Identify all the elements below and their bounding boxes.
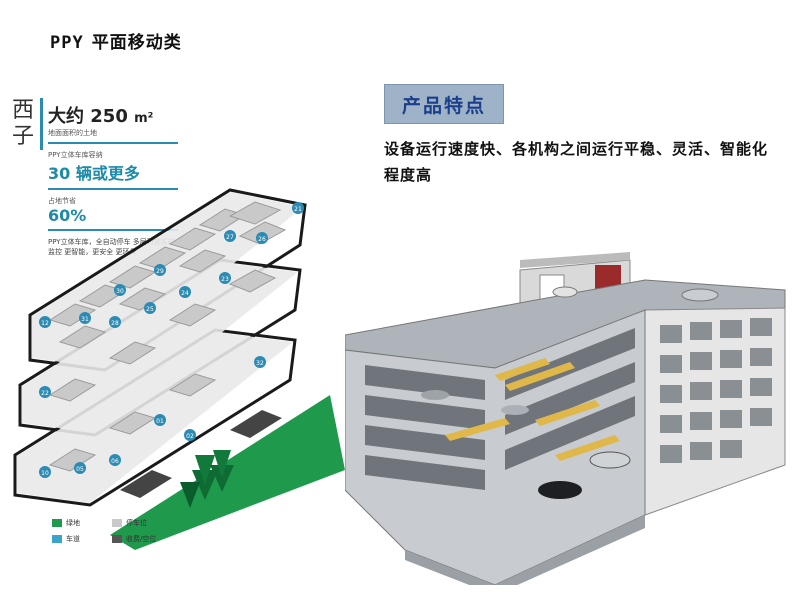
car-icon: [589, 451, 631, 469]
slot-number: 21: [294, 206, 302, 213]
parking-slots: [48, 201, 287, 472]
legend-item: 停车位: [112, 518, 162, 528]
area-note: 地面面积的土地: [48, 129, 97, 137]
slot-number: 32: [256, 360, 264, 367]
legend-item: 车道: [52, 534, 102, 544]
slot-number: 31: [81, 316, 89, 323]
legend-swatch: [52, 519, 62, 527]
garage-building-illustration: [345, 252, 786, 585]
parking-infographic: 西子 大约 250 m² 地面面积的土地 PPY立体车库容纳 30 辆或更多 占…: [0, 90, 345, 590]
capacity-stat: PPY立体车库容纳 30 辆或更多: [48, 150, 178, 190]
description: PPY立体车库，全自动停车 多层可变实时监控 更智能，更安全 更环保: [48, 238, 175, 256]
slot-number: 29: [156, 268, 164, 275]
car-icon: [421, 390, 449, 400]
slot-number: 25: [146, 306, 154, 313]
capacity-label: PPY立体车库容纳: [48, 151, 103, 159]
slot-number: 28: [111, 320, 119, 327]
legend-item: 收费/空位: [112, 534, 162, 544]
legend-item: 绿地: [52, 518, 102, 528]
slot-number: 06: [111, 458, 119, 465]
stats-panel: 大约 250 m² 地面面积的土地 PPY立体车库容纳 30 辆或更多 占地节省…: [48, 102, 178, 257]
feature-text: 设备运行速度快、各机构之间运行平稳、灵活、智能化程度高: [384, 140, 769, 184]
legend-swatch: [112, 519, 122, 527]
legend-swatch: [52, 535, 62, 543]
car-icon: [501, 405, 529, 415]
slot-number: 27: [226, 234, 234, 241]
slot-number: 12: [41, 320, 49, 327]
side-label: 西子: [10, 98, 43, 150]
slot-number: 24: [181, 290, 189, 297]
page-title-cn: 平面移动类: [91, 33, 182, 53]
feature-badge: 产品特点: [384, 84, 504, 124]
legend: 绿地 停车位 车道 收费/空位: [52, 518, 172, 550]
car-icon: [681, 288, 719, 302]
slot-number: 10: [41, 470, 49, 477]
tree-icon: [180, 450, 234, 508]
parking-illustration: 12 31 28 30 29 27 21 22 23 24 25 26 10 0…: [13, 188, 345, 550]
slot-number: 23: [221, 276, 229, 283]
saving-label: 占地节省: [48, 197, 76, 205]
slot-number: 01: [156, 418, 164, 425]
area-unit: m²: [134, 111, 154, 126]
slot-number-badges: 12 31 28 30 29 27 21 22 23 24 25 26 10 0…: [39, 202, 304, 478]
slot-number: 05: [76, 466, 84, 473]
legend-swatch: [112, 535, 122, 543]
slot-number: 26: [258, 236, 266, 243]
area-stat: 大约 250 m² 地面面积的土地: [48, 102, 178, 144]
page-title-code: PPY: [50, 33, 84, 53]
slot-number: 30: [116, 288, 124, 295]
slot-number: 02: [186, 433, 194, 440]
saving-stat: 占地节省 60%: [48, 196, 178, 231]
lift-platforms: [445, 358, 620, 461]
car-icon: [552, 286, 578, 298]
area-value: 大约 250: [48, 106, 128, 127]
slot-number: 22: [41, 390, 49, 397]
capacity-value: 30 辆或更多: [48, 164, 140, 183]
saving-value: 60%: [48, 206, 87, 225]
page-title: PPY 平面移动类: [50, 28, 182, 53]
car-icon: [538, 481, 582, 499]
